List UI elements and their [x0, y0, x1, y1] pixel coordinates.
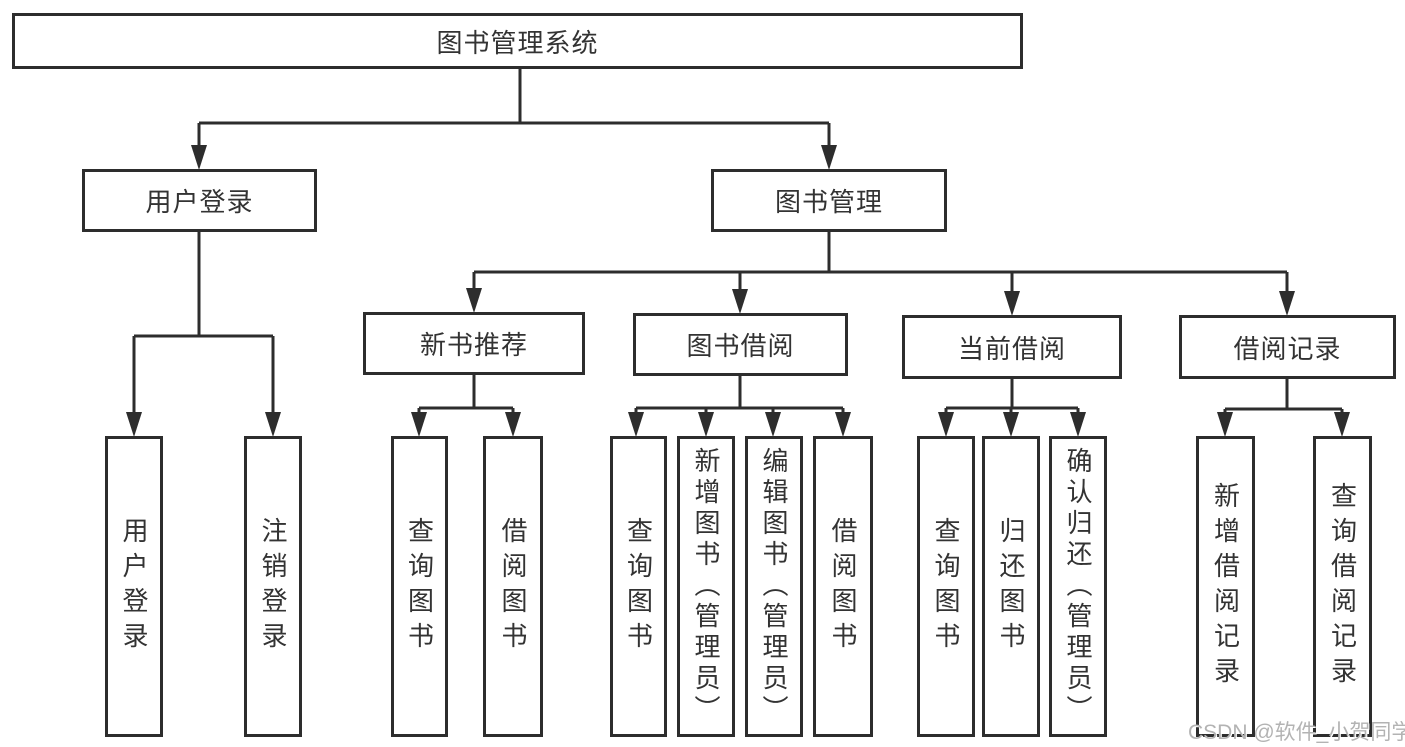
leaf-label: 新增图书（管理员）	[691, 447, 721, 726]
leaf-label: 确认归还（管理员）	[1063, 447, 1093, 726]
leaf-borrow-books-newbook: 借阅图书	[483, 436, 543, 737]
node-library-system: 图书管理系统	[12, 13, 1023, 69]
leaf-logout: 注销登录	[244, 436, 302, 737]
leaf-label: 借阅图书	[828, 516, 858, 657]
leaf-user-login: 用户登录	[105, 436, 163, 737]
leaf-label: 归还图书	[996, 516, 1026, 657]
leaf-add-borrow-record: 新增借阅记录	[1196, 436, 1255, 737]
leaf-label: 借阅图书	[498, 516, 528, 657]
leaf-add-books-admin: 新增图书（管理员）	[677, 436, 735, 737]
leaf-label: 查询图书	[623, 516, 654, 657]
node-current-borrow: 当前借阅	[902, 315, 1122, 379]
node-borrow-records: 借阅记录	[1179, 315, 1396, 379]
leaf-label: 注销登录	[258, 516, 288, 657]
node-user-login: 用户登录	[82, 169, 317, 232]
node-book-management: 图书管理	[711, 169, 947, 232]
leaf-query-books-newbook: 查询图书	[391, 436, 448, 737]
leaf-query-books-borrow: 查询图书	[610, 436, 667, 737]
watermark: CSDN @软件_小贺同学	[1188, 721, 1405, 744]
leaf-label: 查询借阅记录	[1327, 481, 1358, 692]
leaf-query-books-current: 查询图书	[917, 436, 975, 737]
leaf-query-borrow-record: 查询借阅记录	[1313, 436, 1372, 737]
leaf-label: 查询图书	[404, 516, 435, 657]
arrowheads	[126, 145, 1350, 437]
leaf-label: 编辑图书（管理员）	[759, 447, 789, 726]
leaf-edit-books-admin: 编辑图书（管理员）	[745, 436, 803, 737]
leaf-confirm-return-admin: 确认归还（管理员）	[1049, 436, 1107, 737]
leaf-label: 查询图书	[931, 516, 961, 657]
leaf-label: 新增借阅记录	[1210, 481, 1241, 692]
leaf-borrow-books: 借阅图书	[813, 436, 873, 737]
leaf-label: 用户登录	[119, 516, 149, 657]
node-new-book-recommend: 新书推荐	[363, 312, 585, 375]
node-book-borrow: 图书借阅	[633, 313, 848, 376]
leaf-return-books: 归还图书	[982, 436, 1040, 737]
